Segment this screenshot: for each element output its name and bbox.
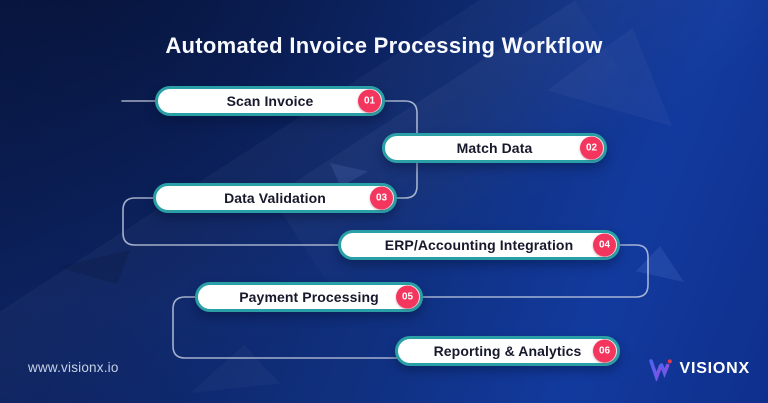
step-number-badge: 06: [593, 339, 616, 363]
connector-step4-step5: [420, 244, 649, 298]
step-number-badge: 04: [593, 233, 616, 257]
visionx-w-mark-icon: [649, 359, 673, 381]
connector-step5-step6: [172, 296, 398, 359]
step-pill-scan-invoice: Scan Invoice 01: [155, 86, 385, 116]
step-number-badge: 05: [396, 285, 419, 309]
brand-name: VISIONX: [679, 360, 750, 377]
page-title: Automated Invoice Processing Workflow: [165, 33, 603, 58]
logo-red-dot: [668, 359, 673, 364]
brand-logo: VISIONX: [647, 357, 750, 381]
step-pill-match-data: Match Data 02: [382, 133, 607, 163]
step-number-badge: 03: [370, 186, 393, 210]
step-label: Data Validation: [224, 190, 326, 206]
step-label: Reporting & Analytics: [433, 343, 582, 359]
step-pill-data-validation: Data Validation 03: [153, 183, 397, 213]
step-pill-reporting-analytics: Reporting & Analytics 06: [395, 336, 620, 366]
step-label: Scan Invoice: [226, 93, 314, 109]
step-label: Payment Processing: [239, 289, 379, 305]
step-label: ERP/Accounting Integration: [384, 237, 574, 253]
step-number-badge: 02: [580, 136, 603, 160]
step-pill-erp-accounting-integration: ERP/Accounting Integration 04: [338, 230, 620, 260]
step-number-badge: 01: [358, 89, 381, 113]
step-pill-payment-processing: Payment Processing 05: [195, 282, 423, 312]
website-url: www.visionx.io: [28, 360, 119, 375]
connector-step3-step4: [122, 197, 341, 246]
step-label: Match Data: [456, 140, 533, 156]
